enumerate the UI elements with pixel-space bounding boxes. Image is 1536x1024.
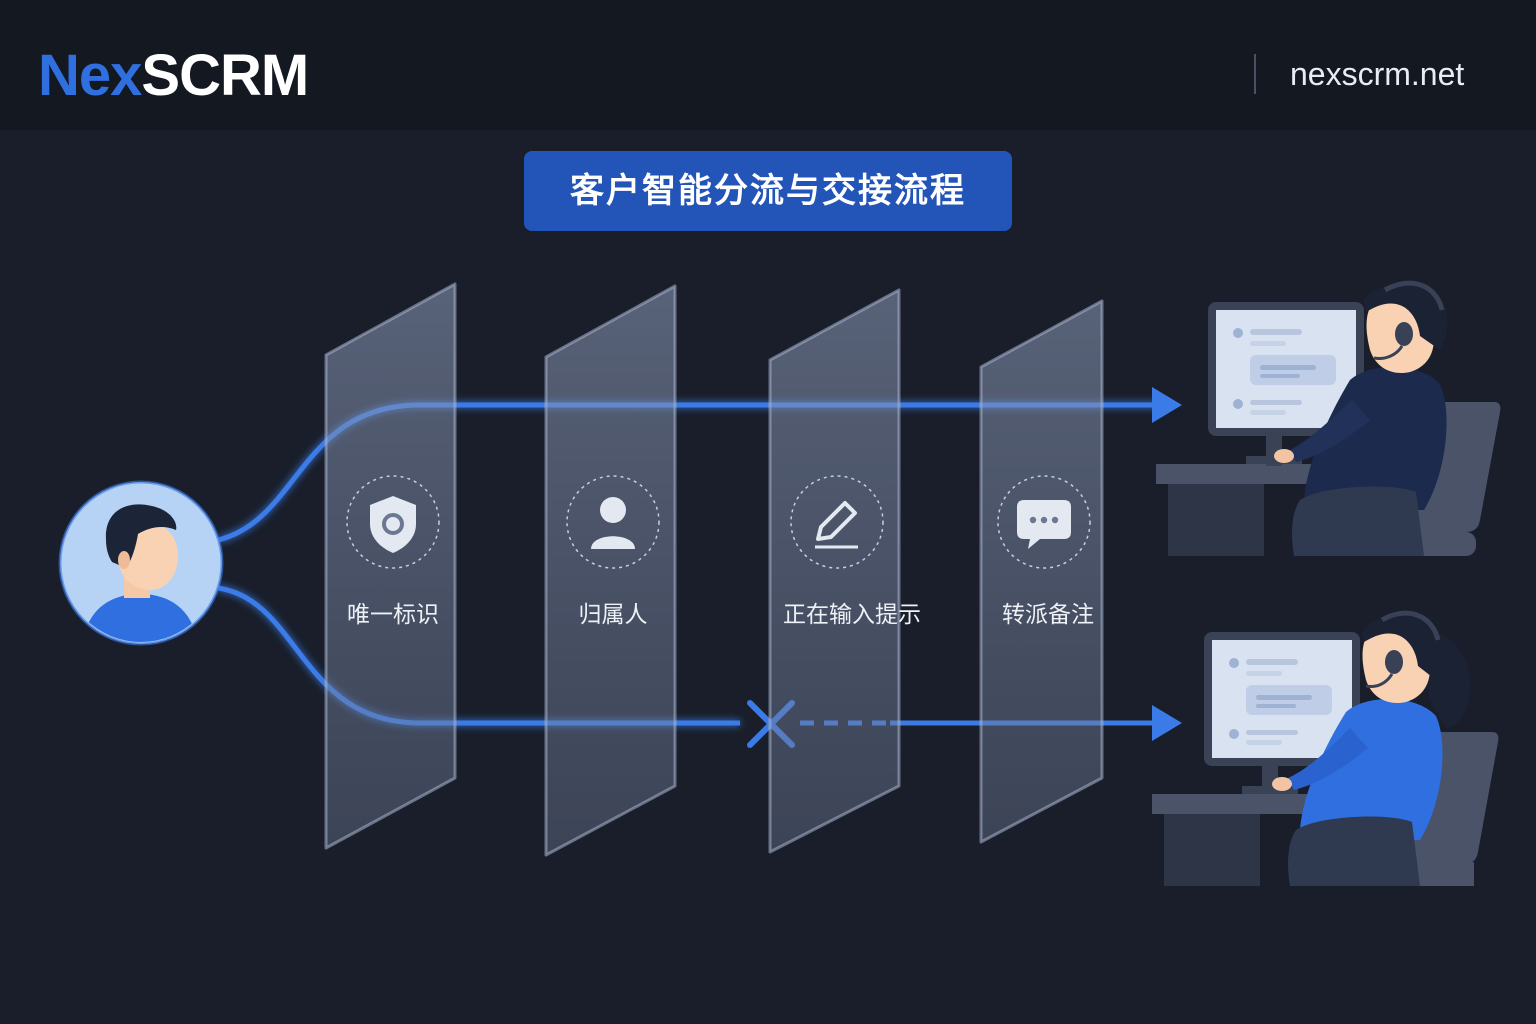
agent-workstation-1 [1156,280,1501,556]
brand-logo[interactable]: NexSCRM [38,36,309,116]
stage-label-transfer-note: 转派备注 [1002,602,1094,628]
stage-panel-1 [324,282,457,850]
chat-bubble-icon [997,475,1091,569]
header-divider [1254,54,1256,94]
customer-avatar [58,480,224,646]
header-bar: NexSCRM nexscrm.net [0,0,1536,130]
page-title: 客户智能分流与交接流程 [524,151,1012,231]
stage-label-typing-hint: 正在输入提示 [783,602,921,628]
user-icon [566,475,660,569]
stage-panel-3 [768,288,901,854]
agent-workstation-2 [1152,610,1499,886]
stage-panel-2 [544,284,677,857]
stage-label-owner: 归属人 [578,602,648,628]
logo-suffix: SCRM [141,43,309,108]
shield-icon [346,475,440,569]
stage-panel-4 [979,299,1104,844]
stage-label-unique-id: 唯一标识 [347,602,439,628]
pencil-icon [790,475,884,569]
arrowhead-top [1152,387,1182,423]
logo-prefix: Nex [38,43,142,108]
arrowhead-bottom [1152,705,1182,741]
site-url-link[interactable]: nexscrm.net [1290,56,1465,92]
